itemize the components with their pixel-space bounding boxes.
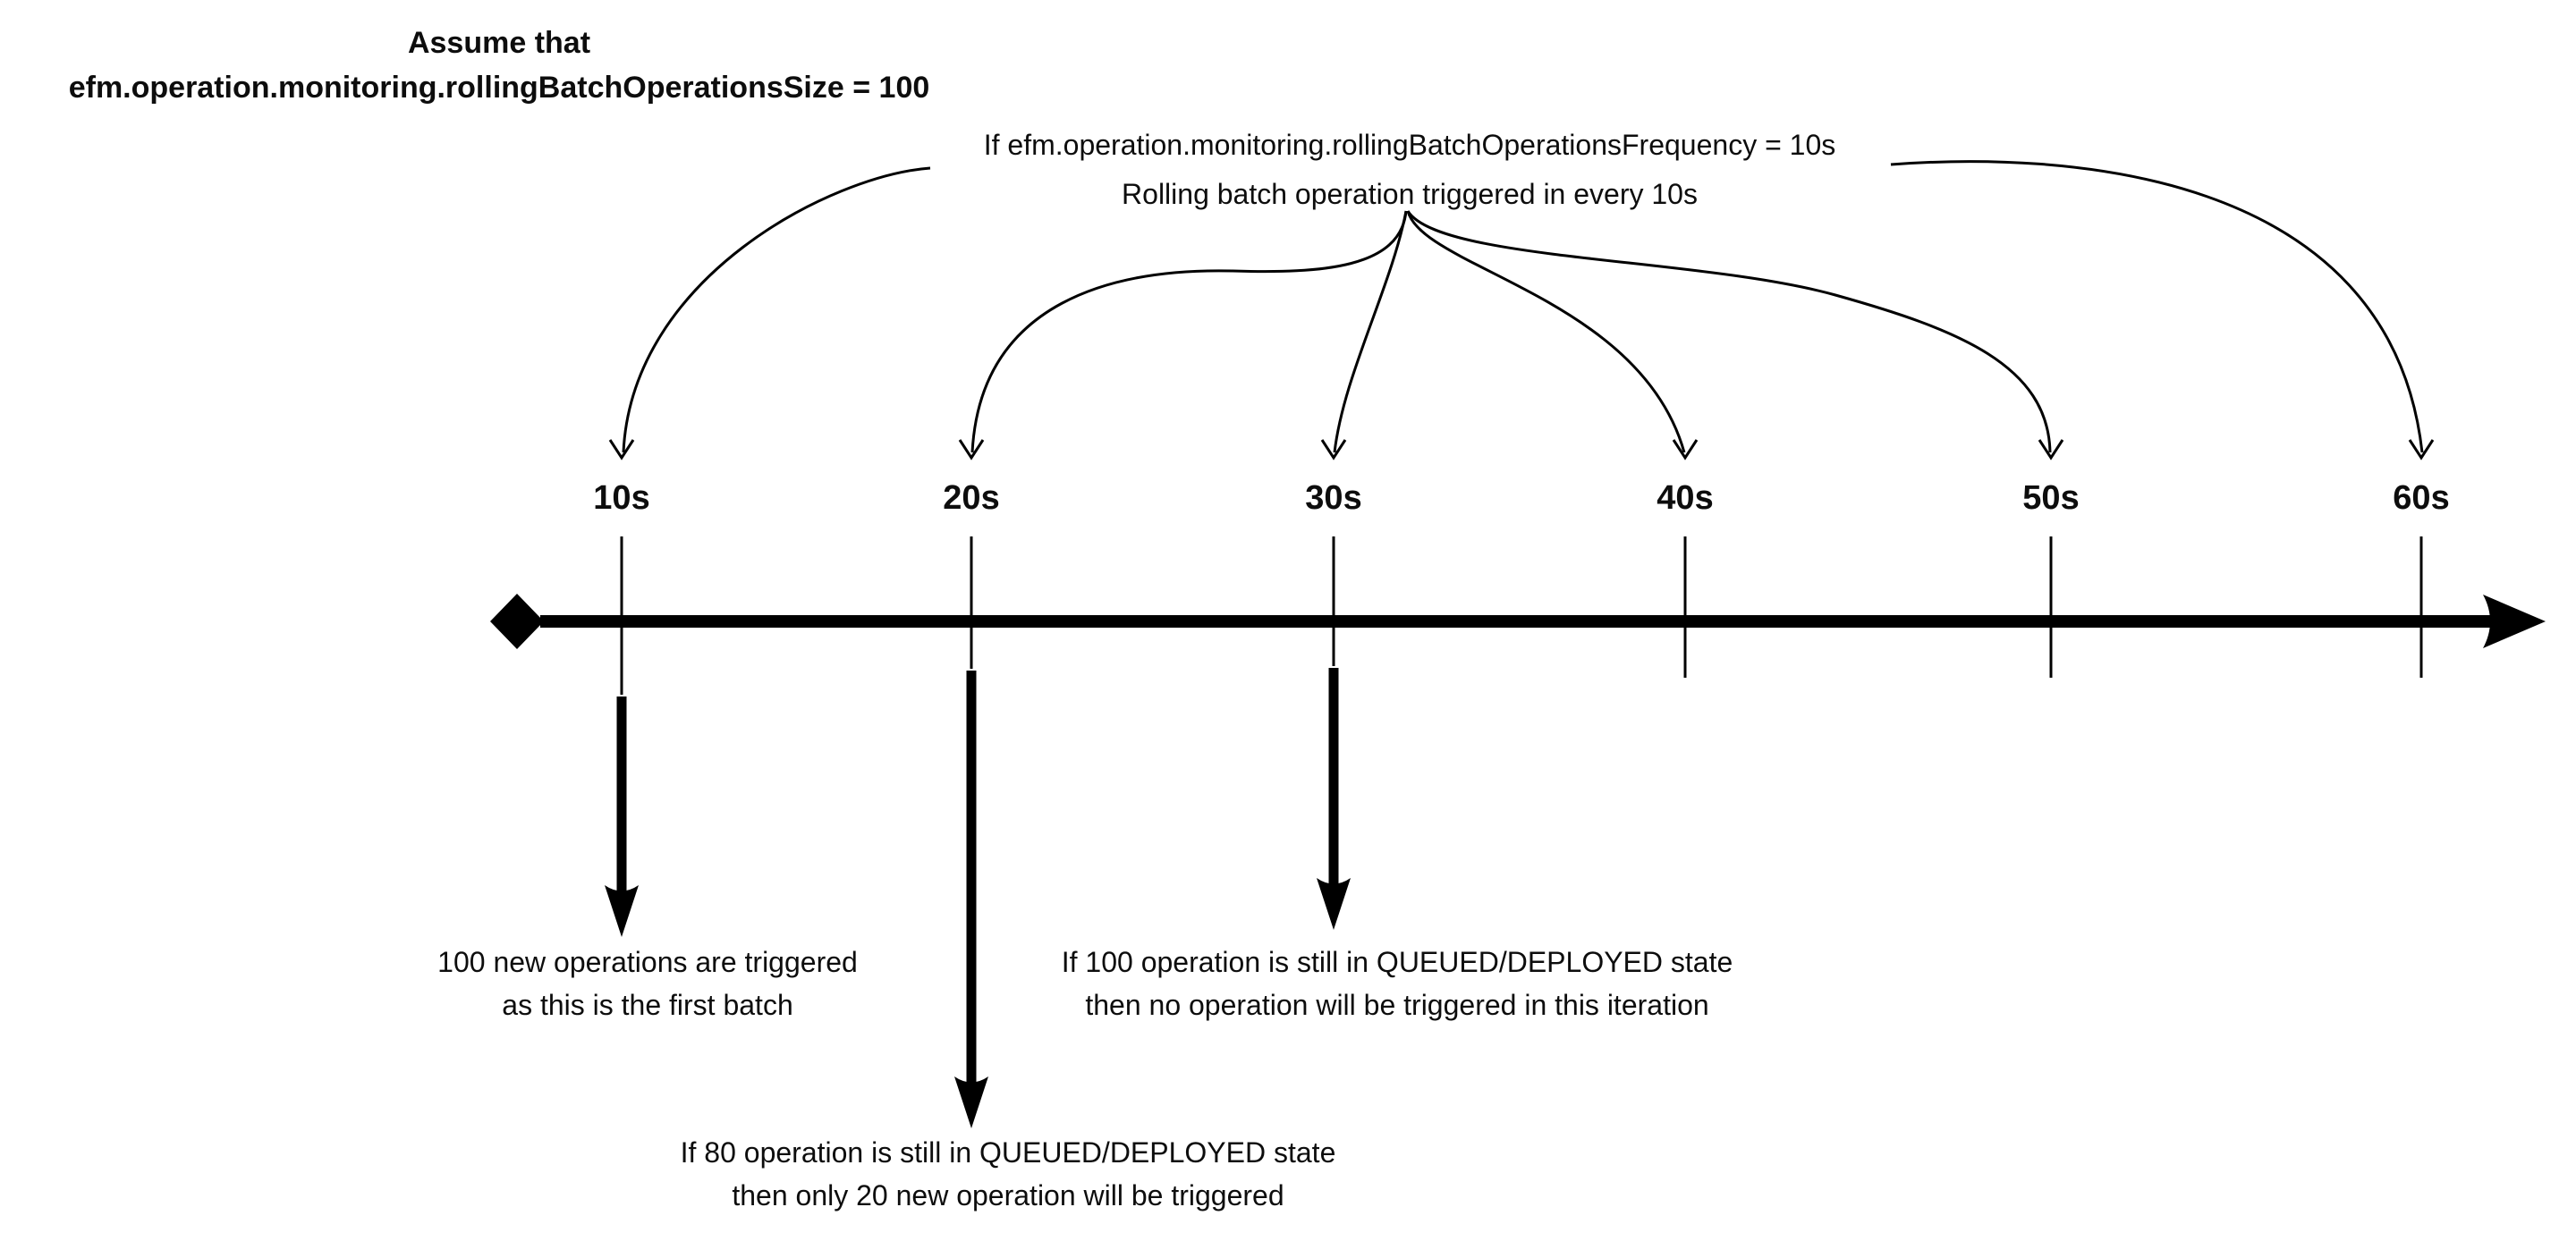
caption-first-batch: 100 new operations are triggered as this… [437,946,858,1021]
batch-arrow-20s-head [954,1076,988,1128]
assumption-title: Assume that efm.operation.monitoring.rol… [69,26,930,105]
tick-label-20s: 20s [943,479,999,517]
frequency-note-line1: If efm.operation.monitoring.rollingBatch… [984,129,1836,161]
curve-arrowhead-60s [2408,439,2435,460]
caption-third-batch: If 100 operation is still in QUEUED/DEPL… [1062,946,1733,1021]
caption-third-batch-line1: If 100 operation is still in QUEUED/DEPL… [1062,946,1733,978]
caption-first-batch-line2: as this is the first batch [502,989,792,1021]
batch-arrow-10s-head [605,885,639,937]
batch-arrow-30s-head [1317,878,1351,930]
caption-third-batch-line2: then no operation will be triggered in t… [1085,989,1708,1021]
assumption-line1: Assume that [408,26,590,60]
tick-labels: 10s 20s 30s 40s 50s 60s [593,479,2449,517]
note-connectors [608,160,2435,460]
curve-to-40s [1406,210,1686,453]
curve-arrowhead-10s [608,439,635,460]
curve-arrowhead-50s [2038,439,2064,460]
caption-second-batch-line1: If 80 operation is still in QUEUED/DEPLO… [681,1136,1336,1169]
frequency-note: If efm.operation.monitoring.rollingBatch… [984,129,1836,210]
curve-to-20s [970,210,1408,453]
timeline-start-diamond [490,594,544,649]
caption-second-batch-line2: then only 20 new operation will be trigg… [732,1179,1284,1211]
caption-first-batch-line1: 100 new operations are triggered [437,946,858,978]
curve-to-30s [1333,210,1408,453]
frequency-note-line2: Rolling batch operation triggered in eve… [1122,178,1698,210]
curve-to-50s [1406,210,2052,453]
curve-arrowhead-20s [958,439,985,460]
tick-label-10s: 10s [593,479,649,517]
batch-arrows [605,668,1351,1128]
curve-to-60s [1890,160,2424,453]
curve-arrowhead-40s [1672,439,1699,460]
curve-to-10s [622,166,931,453]
tick-label-30s: 30s [1305,479,1361,517]
tick-label-50s: 50s [2022,479,2079,517]
tick-label-40s: 40s [1657,479,1713,517]
tick-label-60s: 60s [2393,479,2449,517]
curve-arrowhead-30s [1320,439,1347,460]
assumption-line2: efm.operation.monitoring.rollingBatchOpe… [69,71,930,105]
caption-second-batch: If 80 operation is still in QUEUED/DEPLO… [681,1136,1336,1211]
timeline-axis [490,594,2546,649]
timeline-end-arrowhead [2483,595,2546,648]
